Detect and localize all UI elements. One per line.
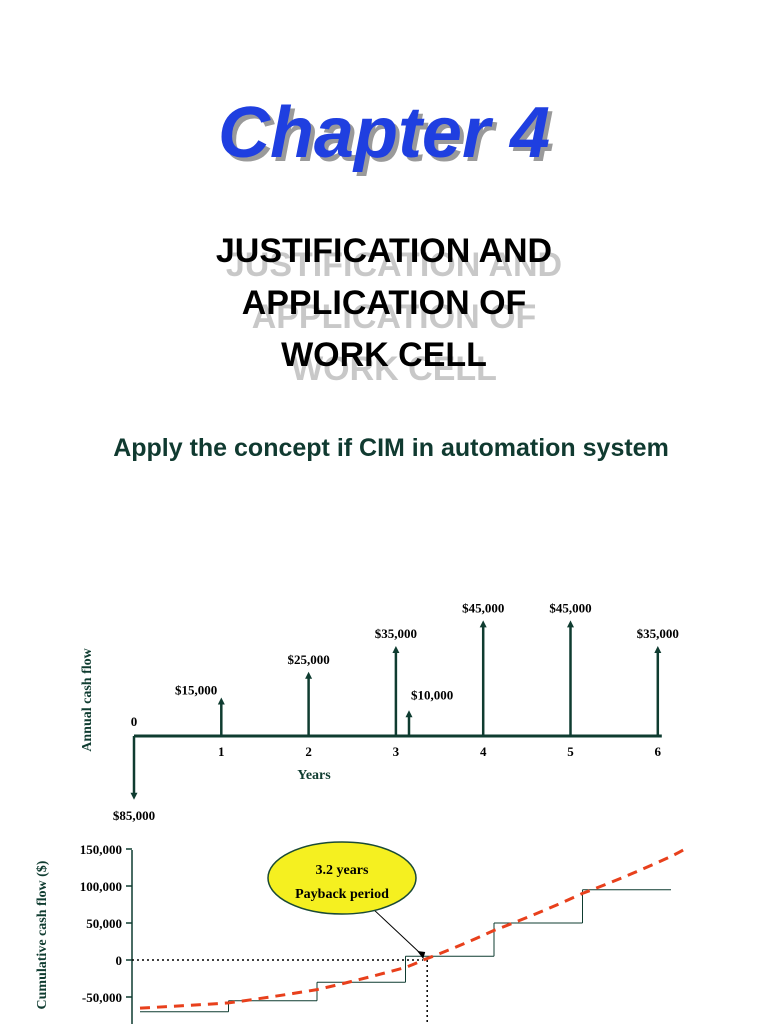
cash-flow-label: $35,000	[637, 626, 679, 641]
cumulative-tick-label: -50,000	[82, 990, 122, 1005]
cumulative-trend-curve	[139, 845, 690, 1010]
annual-tick-label: 1	[218, 744, 225, 759]
annual-tick-label: 6	[655, 744, 662, 759]
annual-xlabel: Years	[297, 768, 331, 783]
cash-flow-label: $15,000	[175, 682, 217, 697]
cash-flow-arrowhead	[479, 620, 487, 628]
annual-cash-flow-chart: Annual cash flow Years 0 1 2 3 4 5 6 $85,000 $15…	[80, 600, 679, 822]
payback-bubble-line-2: Payback period	[295, 887, 389, 902]
cash-flow-label: $25,000	[287, 652, 329, 667]
cash-flow-arrowhead	[392, 646, 400, 654]
annual-tick-label: 2	[305, 744, 312, 759]
cumulative-cash-flow-chart: Cumulative cash flow ($) 150,000 100,000 5…	[35, 841, 690, 1024]
cumulative-tick-label: 100,000	[80, 879, 122, 894]
annual-tick-label: 0	[131, 714, 138, 729]
cash-flow-arrowhead	[567, 620, 574, 628]
cash-flow-arrowhead	[217, 697, 225, 705]
payback-pointer-arrowhead	[417, 951, 426, 959]
cumulative-tick-label: 50,000	[86, 916, 122, 931]
tagline: Apply the concept if CIM in automation s…	[113, 434, 669, 462]
cash-flow-arrowhead	[654, 646, 662, 654]
payback-bubble-line-1: 3.2 years	[316, 863, 369, 878]
annual-tick-label: 3	[393, 744, 400, 759]
subtitle-line-3: WORK CELL	[281, 336, 497, 389]
cash-flow-label: $45,000	[549, 600, 591, 615]
payback-bubble	[267, 841, 417, 915]
payback-pointer-line	[371, 907, 424, 957]
cumulative-ylabel: Cumulative cash flow ($)	[35, 860, 50, 1009]
annual-tick-label: 5	[567, 744, 574, 759]
annual-tick-label: 4	[480, 744, 487, 759]
annual-ylabel: Annual cash flow	[80, 647, 95, 751]
cash-flow-label: $35,000	[375, 626, 417, 641]
chapter-title: Chapter 4	[217, 93, 551, 173]
cash-flow-arrowhead	[405, 710, 413, 718]
cash-flow-label: $45,000	[462, 600, 504, 615]
cash-flow-label: $10,000	[411, 687, 453, 702]
cash-flow-arrowhead	[130, 792, 138, 800]
cash-flow-arrowhead	[305, 671, 313, 679]
cash-flow-label: $85,000	[113, 808, 155, 823]
cumulative-tick-label: 150,000	[80, 842, 122, 857]
cumulative-tick-label: 0	[116, 953, 123, 968]
subtitle-line-1: JUSTIFICATION AND	[216, 232, 562, 285]
slide-subtitle: JUSTIFICATION AND APPLICATION OF WORK CE…	[0, 232, 768, 389]
